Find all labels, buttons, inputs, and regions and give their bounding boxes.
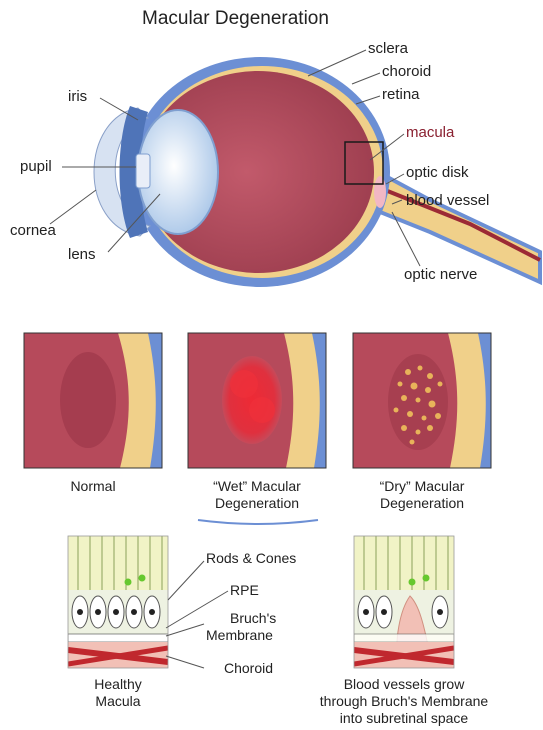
- caption-healthy-line2: Macula: [60, 693, 176, 710]
- label-choroid: choroid: [382, 63, 431, 80]
- label-optic-nerve: optic nerve: [404, 266, 477, 283]
- panel-normal: [24, 333, 162, 468]
- caption-grow-line1: Blood vessels grow: [300, 676, 508, 693]
- label-blood-vessel: blood vessel: [406, 192, 489, 209]
- layer-leader-lines: [166, 561, 228, 668]
- caption-dry-line1: “Dry” Macular: [348, 478, 496, 495]
- label-lens: lens: [68, 246, 96, 263]
- wet-lesion-shape: [222, 356, 282, 444]
- caption-wet-line1: “Wet” Macular: [183, 478, 331, 495]
- label-macula: macula: [406, 124, 454, 141]
- pupil-shape: [136, 154, 150, 188]
- optic-disk-shape: [374, 176, 386, 208]
- label-retina: retina: [382, 86, 420, 103]
- label-sclera: sclera: [368, 40, 408, 57]
- label-layer-choroid: Choroid: [224, 660, 273, 677]
- macula-normal-shape: [60, 352, 116, 448]
- wet-underline: [198, 520, 318, 524]
- label-rods-cones: Rods & Cones: [206, 550, 296, 567]
- layer-healthy: [68, 536, 168, 668]
- label-bruchs-line1: Bruch's: [230, 610, 276, 627]
- layer-disease: [354, 536, 454, 668]
- label-optic-disk: optic disk: [406, 164, 469, 181]
- panel-wet: [188, 333, 326, 468]
- caption-grow-line2: through Bruch's Membrane: [300, 693, 508, 710]
- caption-healthy-line1: Healthy: [60, 676, 176, 693]
- label-iris: iris: [68, 88, 87, 105]
- label-bruchs-line2: Membrane: [206, 627, 273, 644]
- diagram-title: Macular Degeneration: [142, 8, 329, 30]
- panel-dry: [353, 333, 491, 468]
- caption-normal: Normal: [24, 478, 162, 495]
- caption-wet-line2: Degeneration: [183, 495, 331, 512]
- caption-dry-line2: Degeneration: [348, 495, 496, 512]
- caption-grow-line3: into subretinal space: [300, 710, 508, 727]
- label-pupil: pupil: [20, 158, 52, 175]
- label-cornea: cornea: [10, 222, 56, 239]
- label-rpe: RPE: [230, 582, 259, 599]
